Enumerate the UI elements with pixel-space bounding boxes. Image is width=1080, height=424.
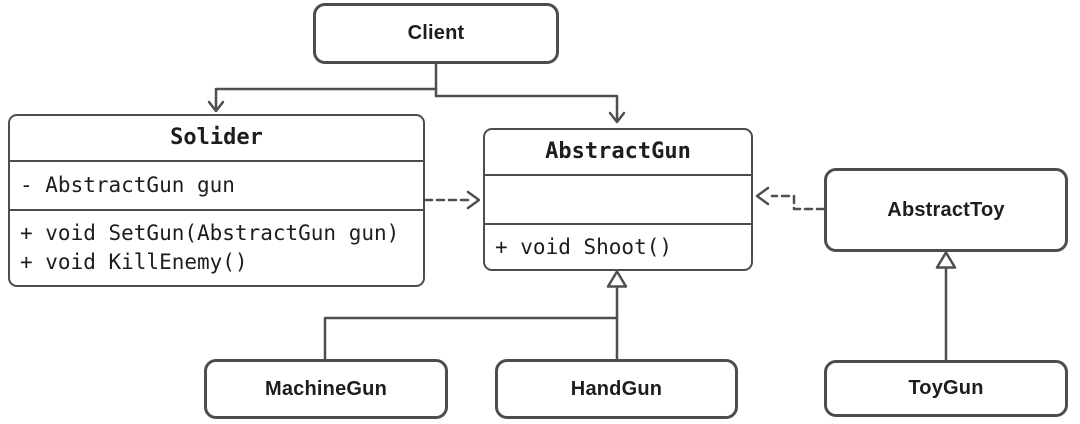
solider-title: Solider	[10, 116, 423, 162]
node-solider-class: Solider - AbstractGun gun + void SetGun(…	[8, 114, 425, 287]
node-handgun: HandGun	[495, 359, 738, 419]
node-machinegun: MachineGun	[204, 359, 448, 419]
edge-toygun-inheritance	[935, 251, 957, 362]
edge-client-solider-line	[214, 87, 438, 112]
hollow-triangle-abstractgun-icon	[606, 270, 628, 288]
solider-method: + void KillEnemy()	[20, 250, 248, 274]
abstractgun-methods-compartment: + void Shoot()	[485, 225, 751, 269]
dashed-line	[770, 194, 826, 211]
node-client-label: Client	[407, 22, 465, 44]
machinegun-branch-line	[323, 316, 619, 361]
solider-methods-compartment: + void SetGun(AbstractGun gun) + void Ki…	[10, 211, 423, 285]
edge-solider-to-abstractgun-dependency	[423, 190, 481, 210]
arrowhead-down-solider-icon	[207, 100, 225, 113]
hollow-triangle-abstracttoy-icon	[935, 251, 957, 269]
edge-handgun-inheritance	[606, 270, 628, 361]
solider-field: - AbstractGun gun	[20, 173, 235, 198]
abstractgun-method: + void Shoot()	[495, 234, 673, 259]
arrowhead-down-abstractgun-icon	[608, 111, 626, 124]
abstractgun-fields-compartment	[485, 176, 751, 225]
edge-machinegun-inheritance	[323, 316, 619, 361]
solider-fields-compartment: - AbstractGun gun	[10, 162, 423, 211]
node-abstracttoy: AbstractToy	[824, 168, 1068, 252]
edge-client-abstractgun-line	[434, 94, 619, 123]
node-client: Client	[313, 3, 559, 64]
node-abstractgun-class: AbstractGun + void Shoot()	[483, 128, 753, 271]
node-machinegun-label: MachineGun	[264, 377, 387, 400]
edge-abstracttoy-to-abstractgun-dependency	[755, 186, 826, 211]
edge-client-to-solider	[207, 61, 438, 113]
node-abstracttoy-label: AbstractToy	[887, 198, 1005, 221]
arrowhead-left-icon	[755, 186, 770, 206]
node-toygun: ToyGun	[824, 360, 1068, 417]
node-handgun-label: HandGun	[570, 377, 663, 400]
node-toygun-label: ToyGun	[908, 377, 984, 399]
abstractgun-title: AbstractGun	[485, 130, 751, 176]
edge-client-to-abstractgun	[434, 94, 626, 124]
arrowhead-right-icon	[466, 190, 481, 210]
solider-method: + void SetGun(AbstractGun gun)	[20, 221, 400, 245]
